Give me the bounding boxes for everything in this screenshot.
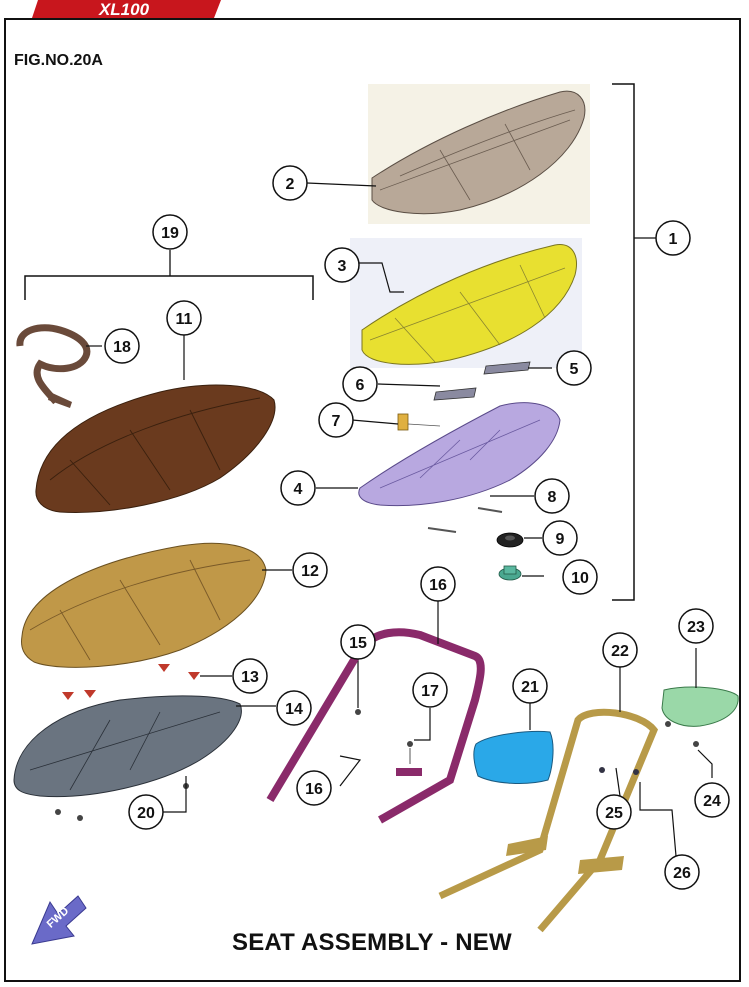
callout-26: 26 <box>664 854 700 890</box>
svg-text:15: 15 <box>349 635 367 652</box>
svg-text:12: 12 <box>301 563 319 580</box>
bracket-nut-part <box>693 741 713 778</box>
svg-text:17: 17 <box>421 683 439 700</box>
rubber-stopper-part <box>427 495 534 533</box>
svg-text:2: 2 <box>286 176 295 193</box>
backrest-bracket-part <box>661 648 739 727</box>
grab-handle-part <box>16 324 102 408</box>
svg-text:18: 18 <box>113 339 131 356</box>
backrest-part <box>473 702 554 784</box>
callout-25: 25 <box>596 794 632 830</box>
callout-23: 23 <box>678 608 714 644</box>
callout-11: 11 <box>166 300 202 336</box>
callout-9: 9 <box>542 520 578 556</box>
callout-24: 24 <box>694 782 730 818</box>
svg-text:16: 16 <box>429 577 447 594</box>
svg-text:14: 14 <box>285 701 303 718</box>
seat-cover-part <box>368 84 590 224</box>
forward-direction-arrow: FWD <box>31 895 87 945</box>
diagram-frame <box>4 18 741 982</box>
seat-part <box>21 542 292 668</box>
callout-20: 20 <box>128 794 187 830</box>
svg-text:25: 25 <box>605 805 623 822</box>
seat-base-plate-part <box>13 695 276 798</box>
callout-3: 3 <box>324 247 404 293</box>
svg-text:24: 24 <box>703 793 721 810</box>
svg-text:16: 16 <box>305 781 323 798</box>
callout-4: 4 <box>280 470 316 506</box>
callout-6: 6 <box>342 366 378 402</box>
svg-text:23: 23 <box>687 619 705 636</box>
callout-10: 10 <box>562 559 598 595</box>
logo-text: XL100 <box>98 0 150 19</box>
svg-text:11: 11 <box>176 311 193 328</box>
callout-8: 8 <box>534 478 570 514</box>
callout-22: 22 <box>602 632 638 668</box>
callout-16-top: 16 <box>420 566 456 602</box>
svg-text:19: 19 <box>161 225 179 242</box>
svg-text:20: 20 <box>137 805 155 822</box>
svg-text:8: 8 <box>548 489 557 506</box>
callout-12: 12 <box>292 552 328 588</box>
svg-text:5: 5 <box>570 361 579 378</box>
screw-part <box>355 658 361 715</box>
yellow-seat-cover-part <box>350 238 582 368</box>
callout-16-bottom: 16 <box>296 770 332 806</box>
mounting-bolt-part <box>407 708 431 764</box>
svg-text:6: 6 <box>356 377 365 394</box>
callout-7: 7 <box>318 402 354 438</box>
rubber-grommet-part <box>496 532 542 548</box>
callout-18: 18 <box>104 328 140 364</box>
diagram-title: SEAT ASSEMBLY - NEW <box>232 929 512 956</box>
callout-13: 13 <box>232 658 268 694</box>
callout-21: 21 <box>512 668 548 704</box>
callout-19: 19 <box>152 214 188 250</box>
backrest-frame-part <box>438 664 659 933</box>
mounting-plate-part <box>377 361 552 401</box>
seat-base-part <box>316 402 561 507</box>
callout-14: 14 <box>276 690 312 726</box>
brand-logo: XL100 <box>32 0 221 19</box>
svg-text:7: 7 <box>332 413 341 430</box>
figure-number: FIG.NO.20A <box>14 52 103 69</box>
knob-part <box>498 565 544 581</box>
svg-text:1: 1 <box>669 231 678 248</box>
svg-text:26: 26 <box>673 865 691 882</box>
callout-15: 15 <box>340 624 376 660</box>
callout-2: 2 <box>272 165 377 201</box>
svg-text:3: 3 <box>338 258 347 275</box>
svg-text:4: 4 <box>294 481 303 498</box>
svg-text:10: 10 <box>571 570 589 587</box>
callout-17: 17 <box>412 672 448 708</box>
svg-text:13: 13 <box>241 669 259 686</box>
svg-text:9: 9 <box>556 531 565 548</box>
bush-part <box>351 413 441 431</box>
bolt-part <box>62 664 232 700</box>
callout-1: 1 <box>655 220 691 256</box>
callout-5: 5 <box>556 350 592 386</box>
fastener-part <box>599 767 677 857</box>
nut-part <box>55 776 189 821</box>
complete-seat-part <box>35 334 276 513</box>
svg-text:21: 21 <box>521 679 539 696</box>
svg-text:22: 22 <box>611 643 629 660</box>
